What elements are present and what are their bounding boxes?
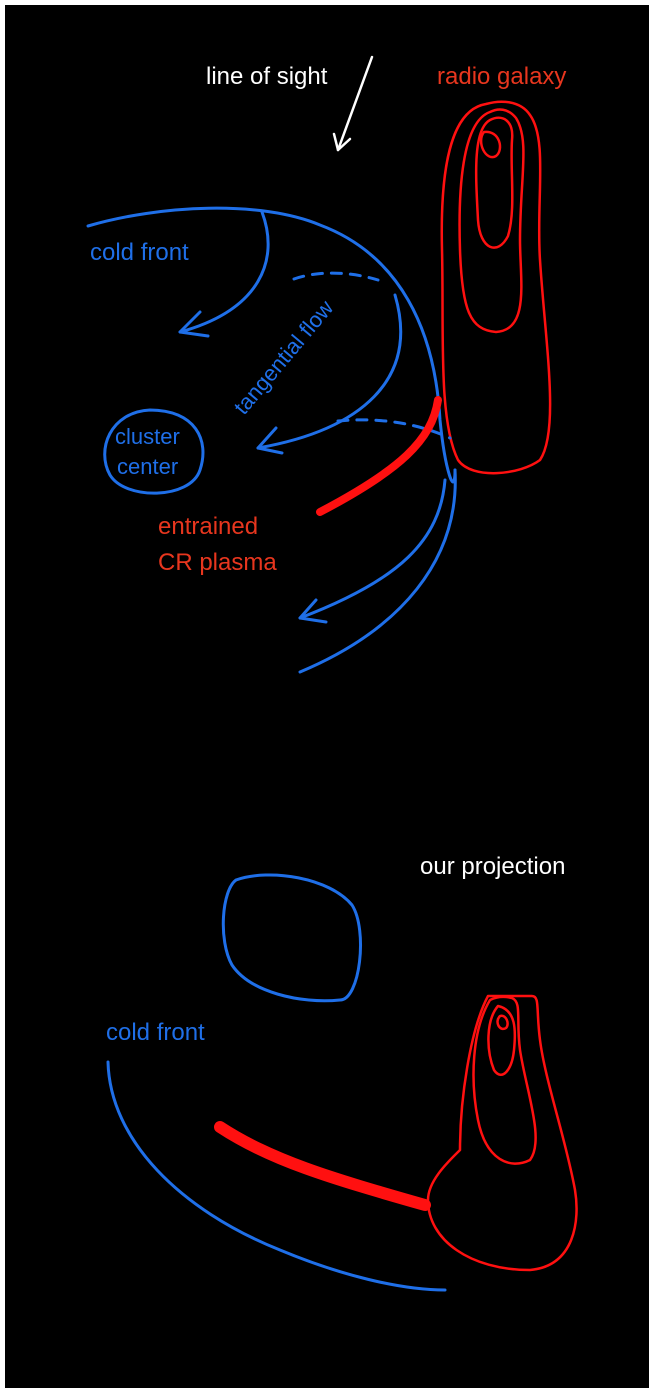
diagram-canvas: line of sight radio galaxy cold front	[5, 5, 649, 1388]
cold-front-label-top: cold front	[90, 239, 189, 266]
dashed-line-lower	[336, 418, 452, 440]
radio-galaxy-contours-bottom	[426, 994, 578, 1272]
flow-arrow-upper	[178, 210, 270, 338]
our-projection-label: our projection	[420, 853, 565, 880]
radio-galaxy-label: radio galaxy	[437, 63, 566, 90]
entrained-label-line1: entrained	[158, 513, 258, 540]
entrained-label-line2: CR plasma	[158, 549, 277, 576]
entrained-plasma-stroke-top	[316, 396, 442, 516]
cold-front-label-bottom: cold front	[106, 1019, 205, 1046]
bottom-panel: our projection cold front	[106, 853, 578, 1292]
line-of-sight-arrow	[332, 55, 374, 152]
radio-galaxy-contours-top	[440, 100, 552, 475]
entrained-plasma-stroke-bottom	[214, 1121, 431, 1211]
cluster-center-circle	[103, 408, 205, 495]
top-panel: line of sight radio galaxy cold front	[86, 55, 566, 674]
cold-front-arc-top	[86, 206, 457, 674]
dashed-line-upper	[292, 271, 380, 282]
diagram-svg: line of sight radio galaxy cold front	[86, 55, 578, 1292]
line-of-sight-label: line of sight	[206, 63, 328, 90]
cluster-center-label-line1: cluster	[115, 424, 180, 449]
cluster-blob-bottom	[221, 873, 363, 1003]
flow-arrow-lower	[298, 478, 447, 624]
cluster-center-label-line2: center	[117, 454, 178, 479]
tangential-flow-label: tangential flow	[229, 295, 339, 419]
cold-front-arc-bottom	[106, 1060, 447, 1292]
tangential-flow-arrow	[256, 293, 403, 455]
